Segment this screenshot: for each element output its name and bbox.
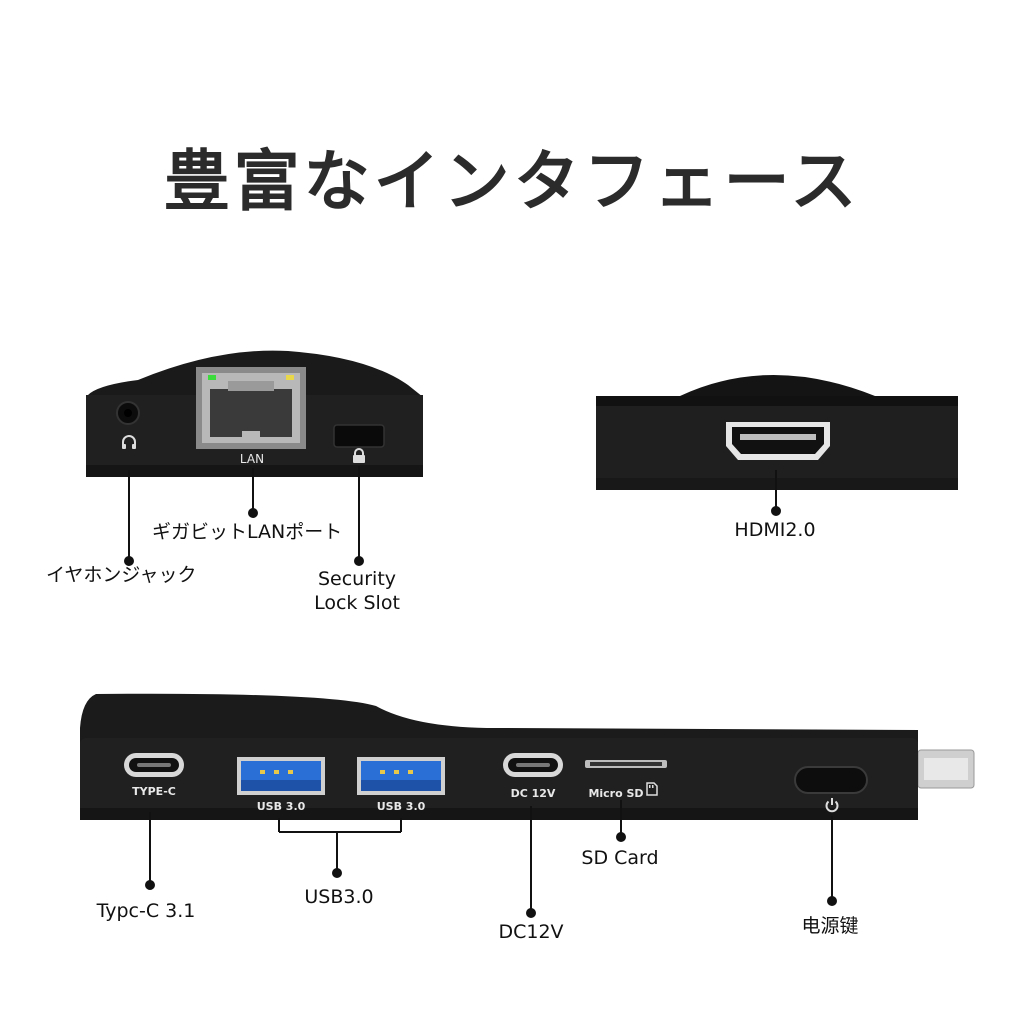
callout-gigabit-lan: ギガビットLANポート [152, 521, 343, 543]
callout-security-lock: Security Lock Slot [314, 567, 400, 615]
headphone-icon [122, 435, 136, 449]
typec-port-label: TYPE-C [132, 785, 176, 798]
usb-port-2 [357, 757, 445, 795]
lan-port-label: LAN [239, 452, 265, 466]
callout-sdcard: SD Card [581, 847, 659, 869]
microsd-port-label: Micro SD [588, 787, 644, 800]
security-lock-slot [333, 424, 385, 448]
device-hdmi-side [596, 375, 958, 490]
typec-port [124, 753, 184, 777]
dc-port-label: DC 12V [510, 787, 556, 800]
dc-port [503, 753, 563, 777]
callout-security-lock-line1: Security [317, 568, 397, 590]
device-lan-side [86, 350, 423, 477]
usb2-port-label: USB 3.0 [376, 800, 426, 813]
callout-security-lock-line2: Lock Slot [314, 592, 400, 614]
callout-typec: Typc-C 3.1 [96, 900, 196, 922]
callout-usb: USB3.0 [304, 886, 374, 908]
usb1-port-label: USB 3.0 [256, 800, 306, 813]
callout-earphone-jack: イヤホンジャック [46, 564, 197, 586]
power-icon [825, 798, 839, 813]
usb-port-1 [237, 757, 325, 795]
lock-icon [353, 448, 365, 463]
page-title: 豊富なインタフェース [163, 143, 861, 220]
lan-port [196, 367, 306, 449]
callout-power: 电源键 [801, 915, 859, 937]
hdmi-port [726, 422, 830, 460]
microsd-slot [585, 760, 667, 768]
sd-card-icon [646, 782, 658, 796]
callout-dc: DC12V [498, 921, 564, 943]
power-button [794, 766, 868, 794]
callout-hdmi: HDMI2.0 [734, 519, 816, 541]
